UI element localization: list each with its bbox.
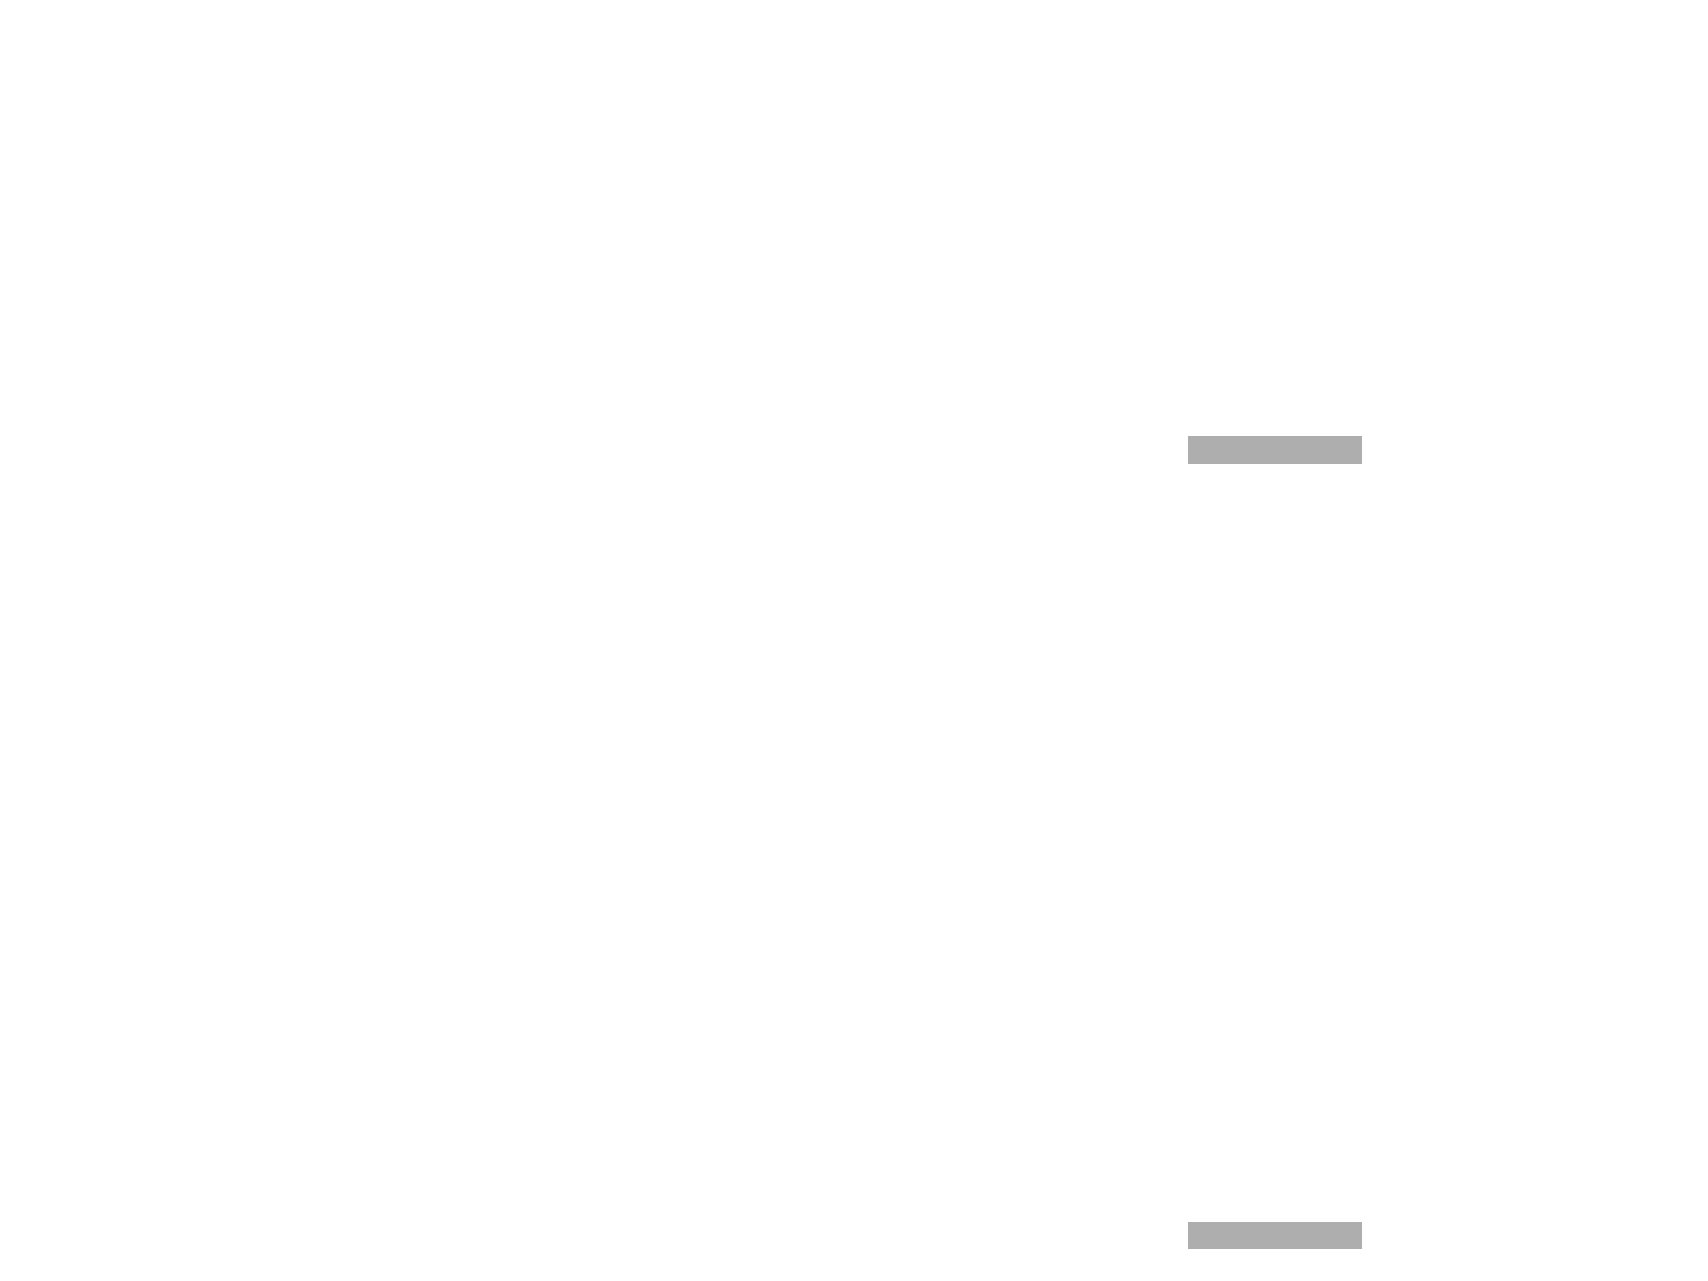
loading-placeholder-bar-top bbox=[1188, 436, 1362, 464]
loading-placeholder-bar-bottom bbox=[1188, 1222, 1362, 1249]
